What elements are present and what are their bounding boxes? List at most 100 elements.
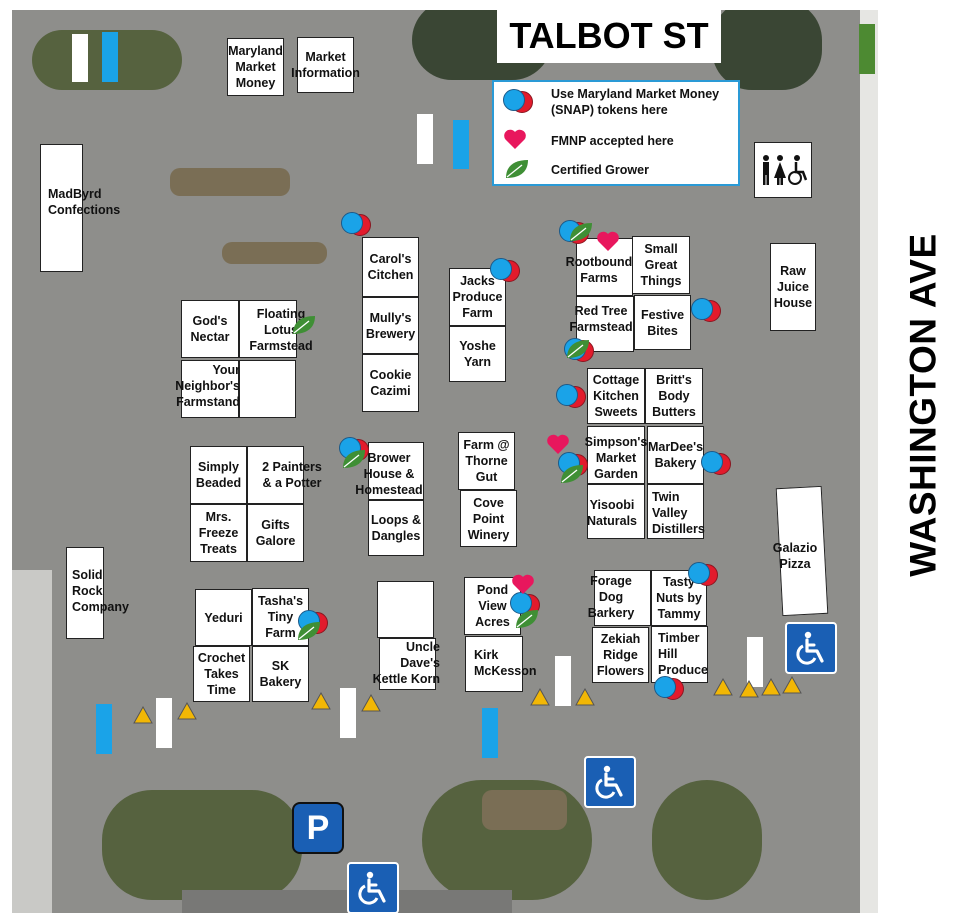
leaf-icon [561,465,583,483]
vendor-simply-beaded: Simply Beaded [190,446,247,504]
vendor-zekiah: Zekiah Ridge Flowers [592,627,649,683]
vendor-mardees: MarDee's Bakery [647,426,704,484]
snap-token-icon [341,212,371,236]
barrier-white [340,688,356,738]
vendor-booth [594,570,651,626]
heart-icon [504,129,526,149]
vendor-your-neighbor: Your Neighbor's Farmstand [175,363,240,409]
sidewalk [12,570,52,913]
vendor-floating-lotus: Floating Lotus Farmstead [249,307,313,353]
booth-market-money: Maryland Market Money [227,38,284,96]
street-name-washington-text: WASHINGTON AVE [903,233,945,577]
vendor-booth [465,636,523,692]
vendor-festive: Festive Bites [634,295,691,350]
vendor-gods-nectar: God's Nectar [181,300,239,358]
wheelchair-icon [358,871,386,905]
planter [482,790,567,830]
accessible-parking-sign [785,622,837,674]
vendor-farm-thorne: Farm @ Thorne Gut [458,432,515,490]
traffic-cone-icon [782,676,802,694]
barrier-blue [482,708,498,758]
parking-sign: P [292,802,344,854]
vendor-galazio: Galazio Pizza [772,541,818,571]
leaf-icon [293,316,315,334]
snap-token-icon [691,298,721,322]
restroom-icon [763,155,808,185]
legend-grower-label: Certified Grower [551,163,649,177]
barrier-blue [96,704,112,754]
vendor-brower: Brower House & Homestead [355,451,423,497]
vendor-cottage: Cottage Kitchen Sweets [587,368,645,424]
traffic-cone-icon [361,694,381,712]
barrier-blue [102,32,118,82]
vendor-solid-rock: Solid Rock Company [72,568,129,614]
vendor-booth-empty [377,581,434,638]
heart-icon [597,231,619,251]
snap-token-icon [556,384,586,408]
booth-market-information: Market Information [291,37,360,93]
leaf-icon [506,160,528,178]
snap-token-icon [490,258,520,282]
vendor-mullys: Mully's Brewery [362,297,419,354]
traffic-cone-icon [575,688,595,706]
vendor-yisoobi: Yisoobi Naturals [586,498,638,528]
traffic-cone-icon [133,706,153,724]
barrier-white [417,114,433,164]
street-name-washington: WASHINGTON AVE [878,220,970,590]
vendor-simpsons: Simpson's Market Garden [584,435,648,481]
tree-cluster [712,10,822,90]
legend-snap-label: Use Maryland Market Money (SNAP) tokens … [551,87,720,117]
traffic-cone-icon [177,702,197,720]
vendor-gifts: Gifts Galore [247,504,304,562]
vendor-twin-valley: Twin Valley Distillers [652,490,705,536]
street-name-talbot: TALBOT ST [497,9,721,63]
vendor-booth [40,144,83,272]
traffic-cone-icon [713,678,733,696]
traffic-cone-icon [530,688,550,706]
vendor-booth [368,442,424,500]
vendor-cove-point: Cove Point Winery [460,490,517,547]
planter [170,168,290,196]
vendor-red-tree: Red Tree Farmstead [569,304,633,334]
accessible-parking-sign [347,862,399,914]
vendor-booth-empty [239,360,296,418]
traffic-cone-icon [311,692,331,710]
leaf-icon [343,450,365,468]
barrier-white [555,656,571,706]
heart-icon [512,574,534,594]
snap-token-icon [503,89,533,113]
vendor-crochet: Crochet Takes Time [193,646,250,702]
traffic-cone-icon [761,678,781,696]
barrier-white [72,34,88,82]
vendor-booth [181,360,239,418]
vendor-two-painters: 2 Painters & a Potter [262,460,322,490]
snap-token-icon [654,676,684,700]
vendor-booth [587,426,645,484]
heart-icon [547,434,569,454]
vendor-sk-bakery: SK Bakery [252,646,309,702]
sidewalk [860,10,878,913]
aerial-map [12,10,878,913]
vendor-rootbound: Rootbound Farms [565,255,633,285]
snap-token-icon [688,562,718,586]
leaf-icon [567,340,589,358]
vendor-britts: Britt's Body Butters [645,368,703,424]
vendor-small-great: Small Great Things [632,236,690,294]
vendor-booth [576,238,633,296]
wheelchair-icon [595,765,623,799]
grass-area [102,790,302,900]
leaf-icon [298,622,320,640]
snap-token-icon [701,451,731,475]
vendor-yeduri: Yeduri [195,589,252,646]
vendor-booth [651,626,708,683]
planter [222,242,327,264]
wheelchair-icon [796,631,824,665]
vendor-forage: Forage Dog Barkery [587,574,635,620]
vendor-madbyrd: MadByrd Confections [48,187,121,217]
barrier-white [156,698,172,748]
vendor-booth [379,638,436,690]
vendor-raw-juice: Raw Juice House [770,243,816,331]
vendor-booth [587,484,645,539]
vendor-booth [247,446,304,504]
vendor-carols: Carol's Citchen [362,237,419,297]
